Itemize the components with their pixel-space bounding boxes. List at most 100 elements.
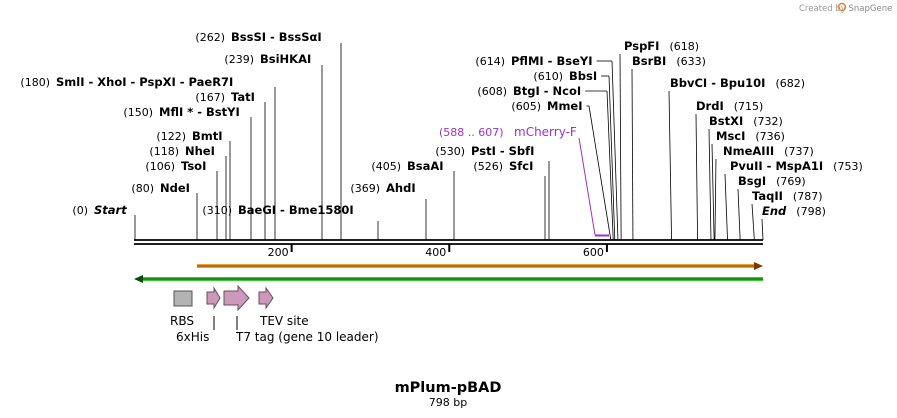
enzyme-name: PspFI	[624, 39, 659, 53]
enzyme-leader	[761, 218, 764, 241]
enzyme-site[interactable]: BstXI (732)	[708, 114, 783, 241]
map-length: 798 bp	[429, 396, 467, 409]
enzyme-position: (239)	[224, 53, 254, 66]
enzyme-leader	[695, 113, 698, 241]
enzyme-site[interactable]: MflI * - BstYI(150)	[123, 105, 252, 240]
feature-6xhis[interactable]: 6xHis	[176, 286, 221, 344]
feature-t7-tag[interactable]: T7 tag (gene 10 leader)	[223, 284, 379, 344]
enzyme-name: AhdI	[386, 181, 416, 195]
enzyme-site[interactable]: NdeI(80)	[131, 181, 198, 240]
enzyme-name: MmeI	[547, 99, 583, 113]
his-label: 6xHis	[176, 330, 209, 344]
t7-label: T7 tag (gene 10 leader)	[235, 330, 379, 344]
map-title: mPlum-pBAD	[395, 380, 502, 396]
ruler-tick-label: 200	[268, 246, 289, 259]
enzyme-site[interactable]: SfcI(526)	[473, 159, 546, 240]
enzyme-leader	[714, 158, 717, 241]
enzyme-leader	[631, 68, 634, 241]
enzyme-name: PflMI - BseYI	[511, 54, 592, 68]
enzyme-site[interactable]: NheI(118)	[149, 144, 227, 240]
enzyme-position: (122)	[156, 130, 186, 143]
enzyme-position: (526)	[473, 160, 503, 173]
enzyme-name: BsgI	[738, 174, 766, 188]
enzyme-position: (310)	[202, 204, 232, 217]
enzyme-leader	[608, 75, 616, 241]
enzyme-leader	[619, 53, 622, 241]
enzyme-site[interactable]: BsiHKAI (239)	[224, 52, 323, 240]
enzyme-site[interactable]: TaqII(787)	[751, 189, 823, 241]
primer-range: (588 .. 607)	[439, 126, 504, 139]
enzyme-name: PstI - SbfI	[471, 144, 534, 158]
enzyme-position: (369)	[350, 182, 380, 195]
sequence-backbone	[134, 239, 763, 245]
ruler: 200 400 600	[268, 244, 608, 259]
enzyme-site[interactable]: BaeGI - Bme1580I (310)	[202, 203, 379, 240]
enzyme-name: BtgI - NcoI	[513, 84, 581, 98]
enzyme-site[interactable]: BsgI (769)	[737, 174, 806, 241]
enzyme-position: (0)	[72, 204, 88, 217]
enzyme-site[interactable]: BbsI(610)	[533, 69, 616, 241]
enzyme-position: (608)	[477, 85, 507, 98]
enzyme-position: (769)	[776, 175, 806, 188]
restriction-sites: BssSI - BssSαI(262)BsiHKAI (239) SmlI - Xh…	[20, 30, 863, 241]
enzyme-site[interactable]: BsrBI(633)	[631, 54, 706, 241]
enzyme-name: Start	[94, 203, 127, 217]
enzyme-site[interactable]: MmeI(605)	[511, 99, 612, 241]
enzyme-site[interactable]: NmeAIII(737)	[714, 144, 814, 241]
enzyme-name: DrdI	[696, 99, 724, 113]
enzyme-leader	[668, 90, 672, 241]
orf-reverse[interactable]	[134, 275, 763, 283]
enzyme-name: BaeGI - Bme1580I	[238, 203, 354, 217]
enzyme-site[interactable]: AhdI (369)	[350, 181, 427, 240]
enzyme-name: TaqII	[752, 189, 783, 203]
enzyme-site[interactable]: BssSI - BssSαI(262)	[195, 30, 342, 240]
enzyme-name: PvuII - MspA1I	[730, 159, 823, 173]
rbs-label: RBS	[170, 314, 194, 328]
enzyme-leader	[711, 143, 715, 241]
enzyme-name: BbsI	[569, 69, 597, 83]
enzyme-site[interactable]: BmtI(122)	[156, 129, 231, 240]
enzyme-site[interactable]: PvuII - MspA1I (753)	[724, 159, 863, 241]
enzyme-position: (167)	[195, 91, 225, 104]
enzyme-position: (633)	[676, 55, 706, 68]
enzyme-name: MscI	[716, 129, 745, 143]
enzyme-leader	[708, 128, 712, 241]
enzyme-site[interactable]: TsoI(106)	[145, 159, 218, 240]
enzyme-position: (682)	[775, 77, 805, 90]
enzyme-position: (753)	[833, 160, 863, 173]
his-arrow	[206, 286, 221, 310]
enzyme-position: (732)	[753, 115, 783, 128]
ruler-tick-label: 400	[425, 246, 446, 259]
snapgene-logo: SnapGene	[848, 4, 892, 14]
primer-mcherry-f[interactable]: (588 .. 607) mCherry-F	[439, 125, 609, 237]
enzyme-site[interactable]: PspFI (618)	[619, 39, 699, 241]
enzyme-site[interactable]: MscI(736)	[711, 129, 785, 241]
enzyme-site[interactable]: BtgI - NcoI (608)	[477, 84, 614, 241]
enzyme-position: (798)	[796, 205, 826, 218]
tev-arrow	[258, 286, 274, 310]
enzyme-position: (106)	[145, 160, 175, 173]
feature-tev-site[interactable]: TEV site	[258, 286, 309, 328]
enzyme-site[interactable]: PstI - SbfI(530)	[435, 144, 550, 240]
enzyme-site[interactable]: Start (0)	[72, 203, 136, 240]
snapgene-logo-icon	[837, 2, 847, 12]
credit-text: Created by SnapGene	[799, 4, 892, 14]
enzyme-position: (118)	[149, 145, 179, 158]
enzyme-position: (618)	[669, 40, 699, 53]
enzyme-site[interactable]: BsaAI(405)	[371, 159, 455, 240]
enzyme-site[interactable]: SmlI - XhoI - PspXI - PaeR7I(180)	[20, 75, 276, 240]
primer-label: mCherry-F	[514, 125, 577, 139]
enzyme-position: (715)	[734, 100, 764, 113]
enzyme-site[interactable]: End(798)	[761, 204, 826, 241]
ruler-tick-label: 600	[583, 246, 604, 259]
enzyme-name: BsiHKAI	[260, 52, 311, 66]
feature-rbs[interactable]: RBS	[170, 290, 194, 328]
enzyme-site[interactable]: TatI(167)	[195, 90, 266, 240]
enzyme-site[interactable]: DrdI (715)	[695, 99, 764, 241]
orf-forward[interactable]	[197, 262, 763, 270]
enzyme-name: SmlI - XhoI - PspXI - PaeR7I	[56, 75, 233, 89]
enzyme-site[interactable]: PflMI - BseYI(614)	[475, 54, 619, 241]
enzyme-name: BstXI	[709, 114, 743, 128]
enzyme-site[interactable]: BbvCI - Bpu10I(682)	[668, 76, 805, 241]
